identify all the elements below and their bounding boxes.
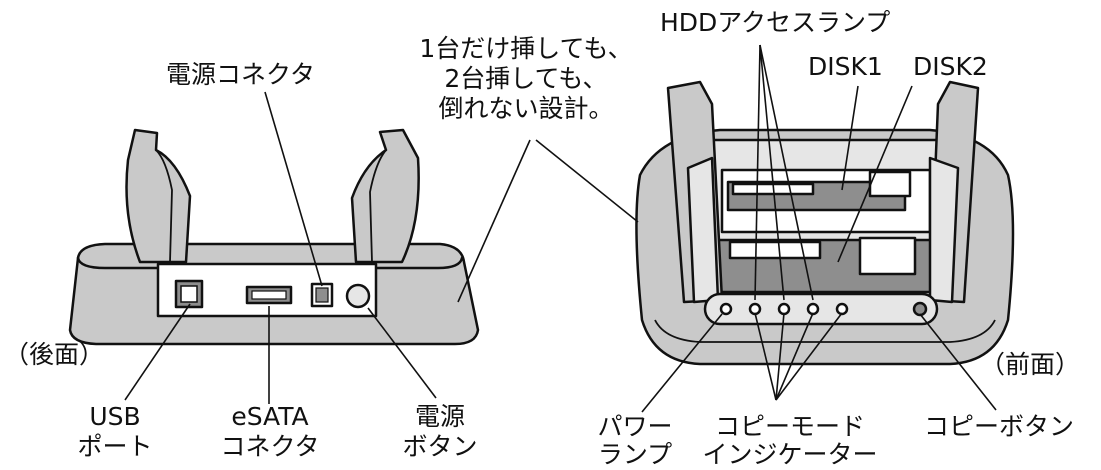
label-power-lamp-line1: パワー <box>597 412 673 441</box>
label-copy-button: コピーボタン <box>924 412 1075 441</box>
label-esata-line2: コネクタ <box>220 432 320 461</box>
label-stability-line1: 1台だけ挿しても、 <box>419 34 633 63</box>
label-disk2: DISK2 <box>913 52 988 81</box>
leader-lines <box>124 44 997 413</box>
label-hdd-access-lamp: HDDアクセスランプ <box>660 8 891 37</box>
label-front: （前面） <box>980 350 1081 379</box>
label-stability-line2: 2台挿しても、 <box>444 64 608 93</box>
label-power-button-line1: 電源 <box>414 402 465 431</box>
label-copy-mode-indicator-line1: コピーモード <box>714 412 865 441</box>
label-stability-line3: 倒れない設計。 <box>438 94 614 123</box>
label-power-lamp-line2: ランプ <box>597 440 673 469</box>
label-rear: （後面） <box>4 340 105 369</box>
label-disk1: DISK1 <box>808 52 883 81</box>
front-dock <box>635 80 1015 366</box>
label-copy-mode-indicator-line2: インジケーター <box>702 440 878 469</box>
label-power-button-line2: ボタン <box>402 432 478 461</box>
rear-dock <box>68 128 480 346</box>
label-usb-port-line1: USB <box>89 402 141 431</box>
label-power-connector: 電源コネクタ <box>166 60 316 89</box>
label-esata-line1: eSATA <box>231 402 309 431</box>
label-usb-port-line2: ポート <box>77 432 153 461</box>
